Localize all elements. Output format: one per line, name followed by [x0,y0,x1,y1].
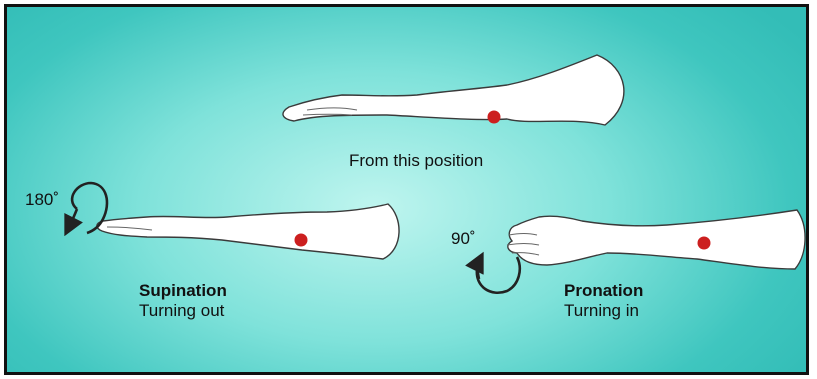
supination-angle: 180˚ [25,190,59,210]
neutral-caption: From this position [349,151,483,171]
elbow-marker-icon [698,237,711,250]
elbow-marker-icon [295,234,308,247]
pronation-subtitle: Turning in [564,301,639,321]
diagram-frame: From this position 180˚ Supination Turni… [4,4,809,375]
diagram-artwork [7,7,806,372]
pronation-angle: 90˚ [451,229,476,249]
curved-arrow-clockwise-icon [477,257,520,293]
supination-subtitle: Turning out [139,301,224,321]
elbow-marker-icon [488,111,501,124]
supination-arm [69,183,399,259]
pronation-title: Pronation [564,281,643,301]
supination-title: Supination [139,281,227,301]
neutral-arm [283,55,624,125]
